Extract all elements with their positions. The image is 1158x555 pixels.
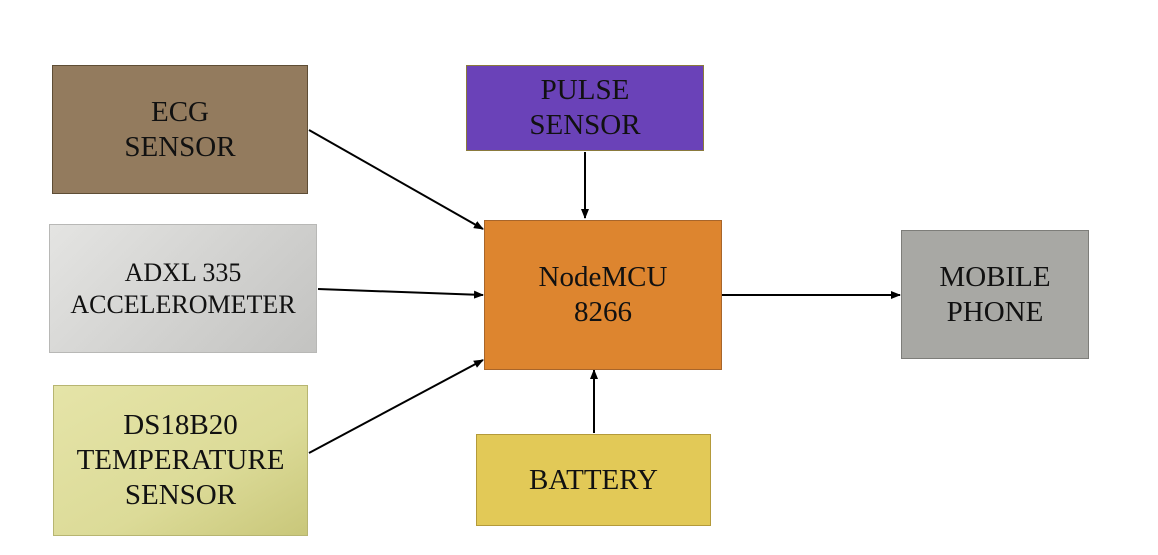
arrow-temperature-to-nodemcu: [308, 359, 484, 454]
nodemcu-line-2: 8266: [574, 296, 632, 328]
battery-block: BATTERY: [476, 434, 711, 526]
accelerometer-block: ADXL 335 ACCELEROMETER: [49, 224, 317, 353]
temperature-sensor-line-1: DS18B20: [123, 409, 238, 442]
ecg-sensor-line-2: SENSOR: [124, 130, 236, 163]
pulse-sensor-line-1: PULSE: [540, 74, 630, 107]
mobile-phone-block: MOBILE PHONE: [901, 230, 1089, 359]
battery-line-1: BATTERY: [529, 463, 658, 496]
accelerometer-line-1: ADXL 335: [124, 258, 242, 288]
ecg-sensor-line-1: ECG: [151, 95, 209, 128]
mobile-phone-line-1: MOBILE: [939, 260, 1051, 293]
pulse-sensor-line-2: SENSOR: [529, 109, 641, 141]
accelerometer-line-2: ACCELEROMETER: [70, 289, 296, 319]
pulse-sensor-block: PULSE SENSOR: [466, 65, 704, 151]
ecg-sensor-block: ECG SENSOR: [52, 65, 308, 194]
arrow-ecg-to-nodemcu: [308, 129, 484, 230]
nodemcu-line-1: NodeMCU: [538, 261, 668, 294]
temperature-sensor-block: DS18B20 TEMPERATURE SENSOR: [53, 385, 308, 536]
nodemcu-block: NodeMCU 8266: [484, 220, 722, 370]
temperature-sensor-line-2: TEMPERATURE: [76, 444, 285, 477]
temperature-sensor-line-3: SENSOR: [124, 478, 237, 511]
mobile-phone-line-2: PHONE: [946, 295, 1044, 328]
arrow-accelerometer-to-nodemcu: [317, 288, 484, 299]
